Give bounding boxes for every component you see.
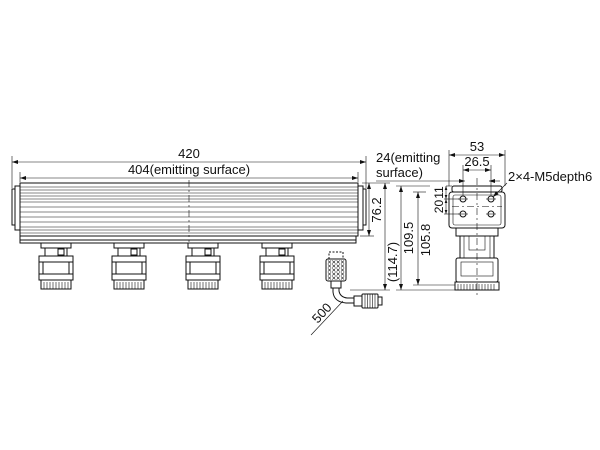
bracket-slot [468, 235, 486, 251]
arrowhead [383, 183, 387, 189]
body-height-side-label: 105.8 [418, 224, 433, 257]
arrowhead [416, 279, 420, 285]
mounting-bracket-4 [259, 242, 295, 290]
arrowhead [12, 160, 18, 164]
knurl-mark [327, 264, 332, 268]
plug-ribs [364, 294, 376, 308]
front-view: 420 404(emitting surface) 76.2 (114.7) 5… [11, 146, 400, 336]
arrowhead [444, 210, 448, 214]
knurl-mark [327, 272, 332, 276]
cable-connector [325, 251, 383, 309]
arrowhead [367, 183, 371, 189]
arrowhead [493, 191, 499, 197]
emitting-width-label-line2: surface) [376, 165, 423, 180]
bracket-screw [204, 248, 212, 256]
plug-tip [377, 296, 383, 306]
side-view-labels: 53 26.5 24(emitting surface) 2×4-M5depth… [376, 139, 592, 256]
bracket-base-ribs [43, 282, 69, 289]
knurl-mark [332, 268, 336, 272]
arrowhead [444, 186, 448, 190]
knurl-mark [340, 272, 345, 276]
body-height-label: 76.2 [369, 197, 384, 222]
bracket-base-ribs [116, 282, 142, 289]
connector-neck [330, 280, 342, 289]
bracket-screw [130, 248, 138, 256]
mounting-bracket-1 [38, 242, 74, 290]
emitting-length-label: 404(emitting surface) [128, 162, 250, 177]
knurl-mark [327, 276, 332, 280]
arrowhead [489, 179, 495, 183]
arrowhead [449, 153, 455, 157]
left-end-cap [11, 185, 20, 231]
knurl-mark [340, 264, 345, 268]
bracket-screw [57, 248, 65, 256]
arrowhead [367, 230, 371, 236]
arrowhead [444, 199, 448, 203]
cable [332, 288, 354, 304]
knurl-mark [327, 268, 332, 272]
arrowhead [352, 176, 358, 180]
knurl-mark [332, 264, 336, 268]
arrowhead [416, 192, 420, 198]
mounting-bracket-2 [111, 242, 147, 290]
knurl-mark [332, 272, 336, 276]
front-view-dimensions [11, 156, 390, 336]
knurl-mark [336, 276, 340, 280]
bracket-feet-ribs [457, 284, 495, 290]
knurl-mark [340, 276, 345, 280]
knurl-mark [336, 268, 340, 272]
mounting-bracket-3 [185, 242, 221, 290]
knurl-mark [332, 260, 336, 264]
arrowhead [463, 168, 469, 172]
arrowhead [383, 284, 387, 290]
side-profile [448, 185, 506, 291]
arrowhead [499, 153, 505, 157]
overall-height-side-label: 109.5 [401, 222, 416, 255]
overall-height-label: (114.7) [385, 242, 400, 282]
overall-width-label: 53 [470, 139, 484, 154]
knurl-mark [327, 260, 332, 264]
dim-line-cable-length [310, 300, 344, 336]
knurl-mark [332, 276, 336, 280]
overall-length-label: 420 [178, 146, 200, 161]
knurl-mark [336, 272, 340, 276]
arrowhead [444, 195, 448, 199]
cable-edge [338, 288, 354, 299]
hole-pitch-vertical-label: 20 [432, 200, 446, 214]
arrowhead [399, 284, 403, 290]
knurl-mark [336, 264, 340, 268]
side-view-dimensions [376, 150, 508, 291]
emitting-width-label-line1: 24(emitting [376, 150, 440, 165]
arrowhead [360, 160, 366, 164]
arrowhead [20, 176, 26, 180]
knurl-mark [340, 260, 345, 264]
bracket-screw [278, 248, 286, 256]
connector-knurl [327, 260, 345, 280]
arrowhead [399, 186, 403, 192]
arrowhead [485, 168, 491, 172]
hole-pitch-label: 26.5 [464, 154, 489, 169]
bracket-feet-side [454, 281, 500, 291]
knurl-mark [336, 260, 340, 264]
bracket-base-inner [460, 261, 494, 277]
right-end-cap [358, 185, 367, 231]
mounting-holes-label: 2×4-M5depth6 [508, 169, 592, 184]
housing-inner-profile [452, 194, 502, 226]
side-view: 53 26.5 24(emitting surface) 2×4-M5depth… [376, 139, 592, 295]
knurl-mark [340, 268, 345, 272]
arrowhead [459, 179, 465, 183]
hole-offset-top-label: 11 [432, 186, 446, 199]
hole-center-marks [458, 198, 496, 215]
bracket-base-ribs [190, 282, 216, 289]
bracket-base-ribs [264, 282, 290, 289]
